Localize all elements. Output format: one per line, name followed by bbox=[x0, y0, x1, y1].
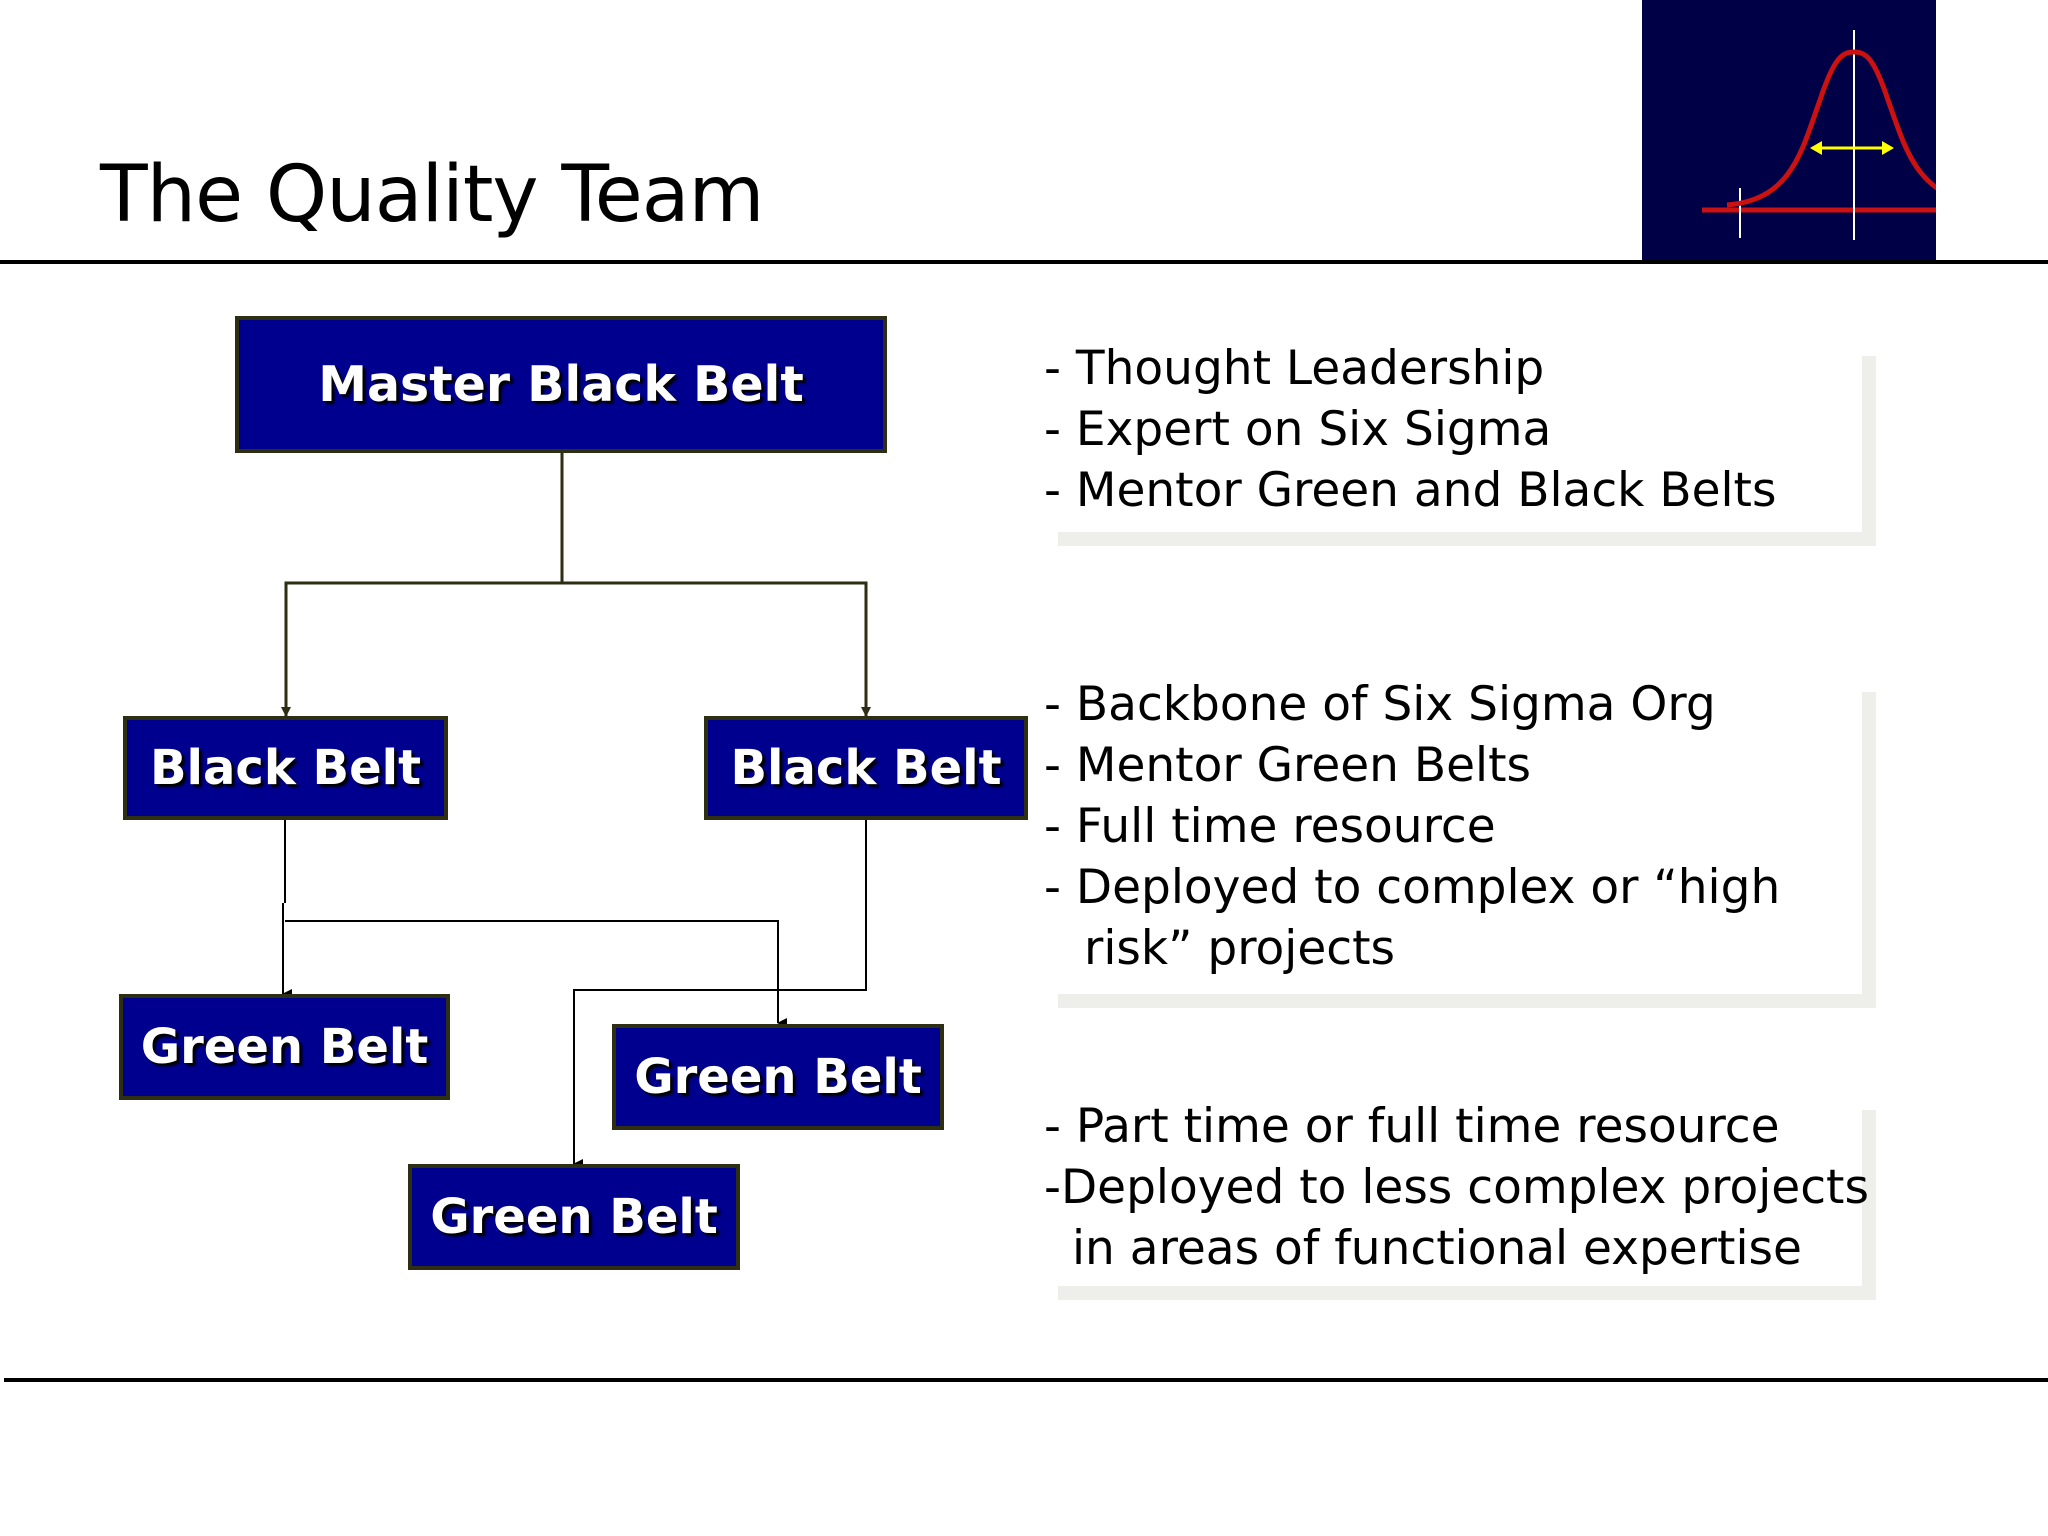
description-line: - Mentor Green Belts bbox=[1044, 738, 1532, 793]
green-belt-box-left: Green Belt bbox=[119, 994, 450, 1100]
header-rule bbox=[0, 260, 2048, 264]
green-belt-box-bottom: Green Belt bbox=[408, 1164, 740, 1270]
green-belt-box-right: Green Belt bbox=[612, 1024, 944, 1130]
description-line: in areas of functional expertise bbox=[1072, 1221, 1802, 1276]
black-belt-description-box: - Backbone of Six Sigma Org - Mentor Gre… bbox=[1044, 677, 1862, 994]
description-line: -Deployed to less complex projects bbox=[1044, 1160, 1869, 1215]
description-line: - Thought Leadership bbox=[1044, 341, 1545, 396]
black-belt-box-right: Black Belt bbox=[704, 716, 1028, 820]
green-belt-label: Green Belt bbox=[430, 1189, 718, 1245]
black-belt-label: Black Belt bbox=[730, 740, 1002, 796]
description-line: - Expert on Six Sigma bbox=[1044, 402, 1552, 457]
green-belt-description-box: - Part time or full time resource -Deplo… bbox=[1044, 1096, 1869, 1286]
footer-rule bbox=[4, 1378, 2048, 1382]
black-belt-box-left: Black Belt bbox=[123, 716, 448, 820]
master-black-belt-label: Master Black Belt bbox=[318, 356, 804, 413]
description-line: - Part time or full time resource bbox=[1044, 1099, 1780, 1154]
description-line: - Mentor Green and Black Belts bbox=[1044, 463, 1777, 518]
description-line: - Deployed to complex or “high bbox=[1044, 860, 1781, 915]
green-belt-label: Green Belt bbox=[140, 1019, 429, 1075]
bell-curve-icon bbox=[1642, 0, 2024, 262]
master-description-box: - Thought Leadership - Expert on Six Sig… bbox=[1044, 341, 1862, 532]
green-belt-label: Green Belt bbox=[634, 1049, 922, 1105]
description-line: - Full time resource bbox=[1044, 799, 1496, 854]
black-belt-label: Black Belt bbox=[149, 740, 422, 796]
master-black-belt-box: Master Black Belt bbox=[235, 316, 887, 453]
page-title: The Quality Team bbox=[100, 150, 765, 240]
description-line: - Backbone of Six Sigma Org bbox=[1044, 677, 1716, 732]
description-line: risk” projects bbox=[1084, 921, 1395, 976]
